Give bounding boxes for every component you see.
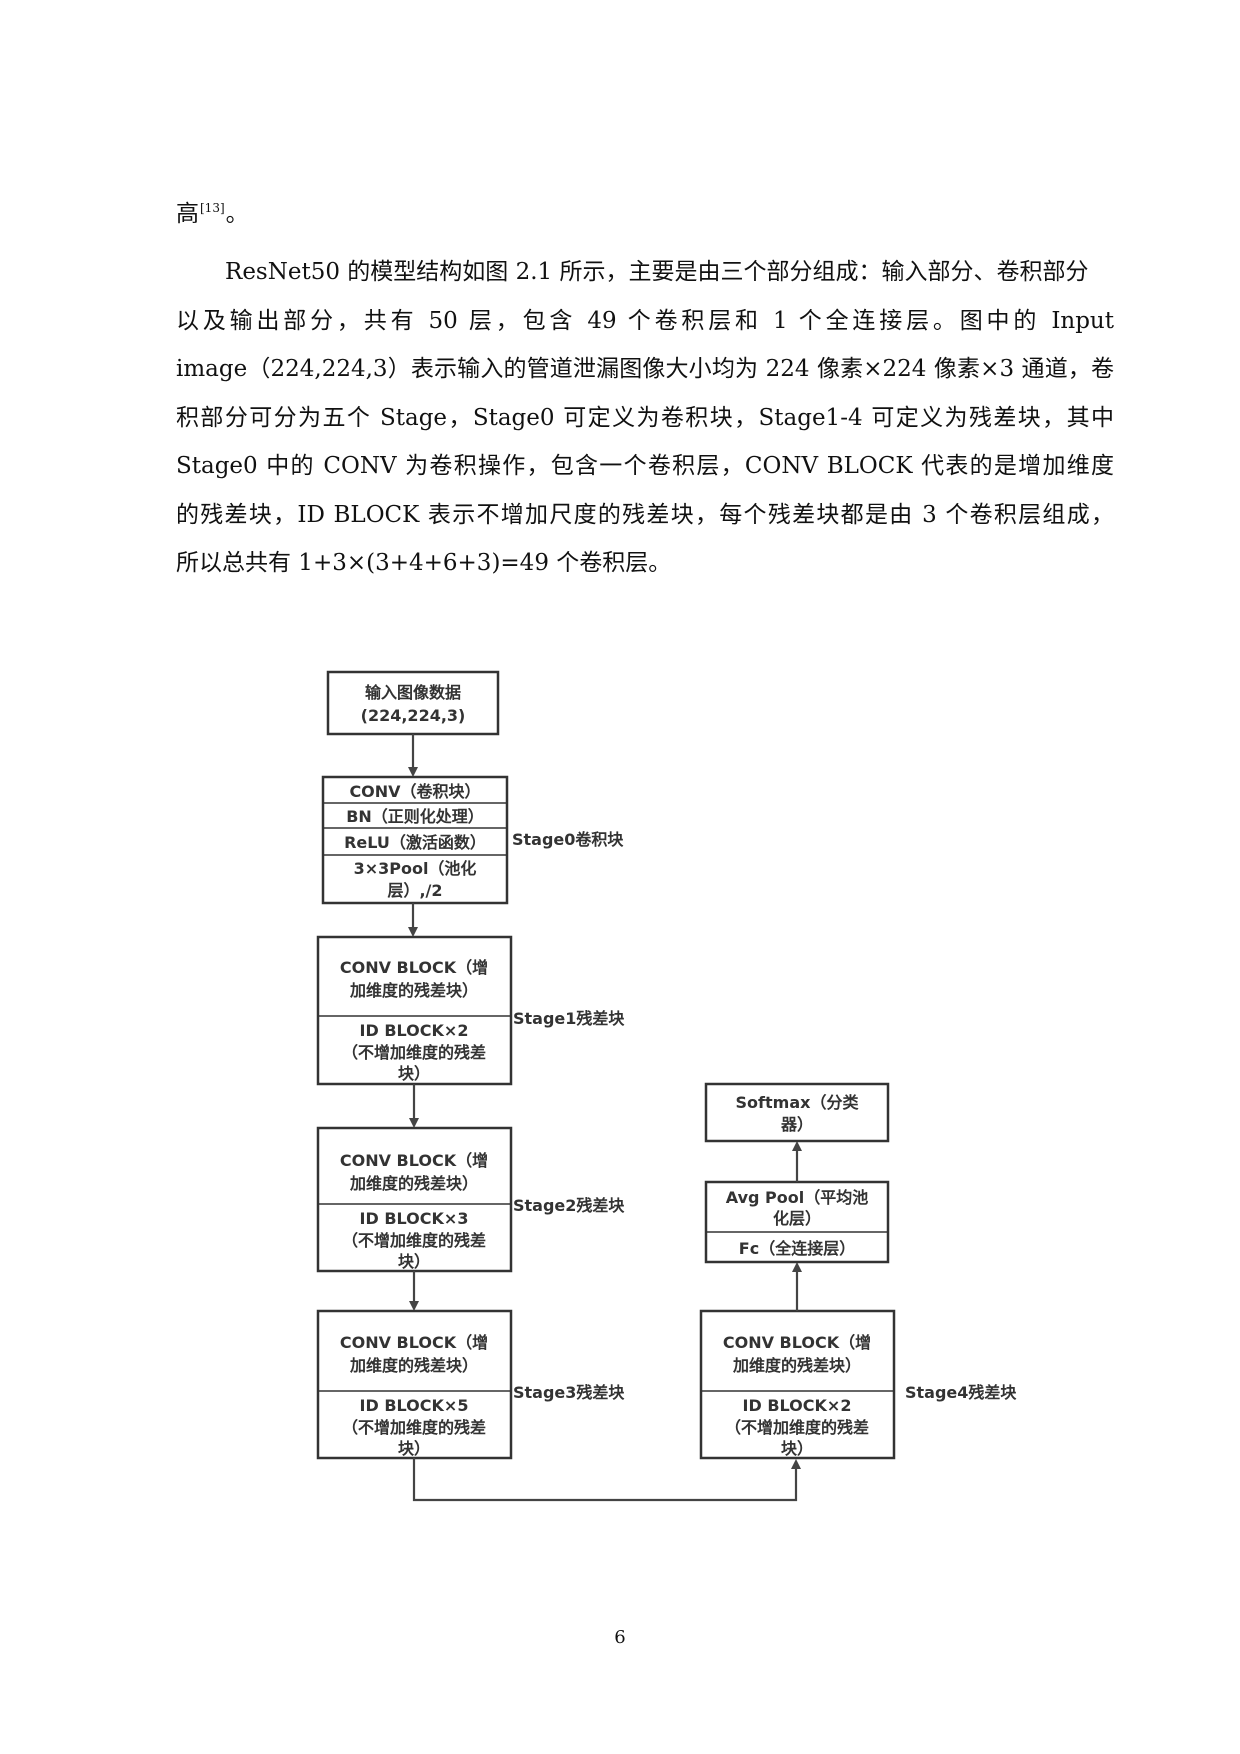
paragraph-line-7: 所以总共有 1+3×(3+4+6+3)=49 个卷积层。 bbox=[176, 550, 672, 576]
input-box: 输入图像数据 (224,224,3) bbox=[326, 670, 500, 736]
stage2-conv-2: 加维度的残差块） bbox=[349, 1174, 478, 1193]
citation-ref: [13] bbox=[200, 201, 225, 215]
input-line-2: (224,224,3) bbox=[361, 706, 466, 725]
stage3-box: CONV BLOCK（增 加维度的残差块） ID BLOCK×5 （不增加维度的… bbox=[316, 1309, 513, 1460]
arrow-stage3-stage4 bbox=[412, 1458, 801, 1502]
paragraph-line-3: image（224,224,3）表示输入的管道泄漏图像大小均为 224 像素×2… bbox=[176, 356, 1114, 382]
fc-line: Fc（全连接层） bbox=[739, 1239, 855, 1258]
stage2-id-3: 块） bbox=[398, 1252, 430, 1271]
stage3-id-2: （不增加维度的残差 bbox=[342, 1418, 486, 1437]
stage0-pool-2: 层）,/2 bbox=[387, 881, 442, 900]
stage4-label: Stage4残差块 bbox=[905, 1383, 1017, 1402]
stage4-conv-2: 加维度的残差块） bbox=[732, 1356, 861, 1375]
stage0-relu: ReLU（激活函数） bbox=[344, 833, 486, 852]
avgpool-line-1: Avg Pool（平均池 bbox=[726, 1188, 868, 1207]
stage1-id-1: ID BLOCK×2 bbox=[360, 1021, 469, 1040]
paragraph-line-2: 以及输出部分，共有 50 层，包含 49 个卷积层和 1 个全连接层。图中的 I… bbox=[176, 308, 1114, 334]
paragraph-line-4: 积部分可分为五个 Stage，Stage0 可定义为卷积块，Stage1-4 可… bbox=[176, 405, 1114, 431]
softmax-line-2: 器） bbox=[780, 1115, 813, 1134]
stage3-conv-1: CONV BLOCK（增 bbox=[340, 1333, 488, 1352]
paragraph-line-1: ResNet50 的模型结构如图 2.1 所示，主要是由三个部分组成：输入部分、… bbox=[225, 259, 1089, 285]
stage0-conv: CONV（卷积块） bbox=[349, 782, 480, 801]
line0-end: 。 bbox=[225, 201, 249, 227]
softmax-box: Softmax（分类 器） bbox=[704, 1082, 890, 1143]
stage1-box: CONV BLOCK（增 加维度的残差块） ID BLOCK×2 （不增加维度的… bbox=[316, 935, 513, 1086]
stage4-id-3: 块） bbox=[781, 1439, 813, 1458]
stage4-id-1: ID BLOCK×2 bbox=[743, 1396, 852, 1415]
stage4-conv-1: CONV BLOCK（增 bbox=[723, 1333, 871, 1352]
stage3-conv-2: 加维度的残差块） bbox=[349, 1356, 478, 1375]
input-line-1: 输入图像数据 bbox=[365, 683, 461, 702]
stage2-id-2: （不增加维度的残差 bbox=[342, 1231, 486, 1250]
stage3-id-1: ID BLOCK×5 bbox=[360, 1396, 469, 1415]
page-number: 6 bbox=[614, 1627, 626, 1648]
stage0-bn: BN（正则化处理） bbox=[346, 807, 484, 826]
stage1-conv-1: CONV BLOCK（增 bbox=[340, 958, 488, 977]
paragraph-line-5: Stage0 中的 CONV 为卷积操作，包含一个卷积层，CONV BLOCK … bbox=[176, 453, 1114, 479]
pool-fc-box: Avg Pool（平均池 化层） Fc（全连接层） bbox=[704, 1180, 890, 1264]
paragraph-line-6: 的残差块，ID BLOCK 表示不增加尺度的残差块，每个残差块都是由 3 个卷积… bbox=[176, 502, 1114, 528]
stage1-id-2: （不增加维度的残差 bbox=[342, 1043, 486, 1062]
softmax-line-1: Softmax（分类 bbox=[736, 1093, 860, 1112]
stage3-label: Stage3残差块 bbox=[513, 1383, 625, 1402]
stage0-label: Stage0卷积块 bbox=[512, 830, 624, 849]
stage0-box: CONV（卷积块） BN（正则化处理） ReLU（激活函数） 3×3Pool（池… bbox=[321, 775, 509, 905]
paragraph-line-0: 高[13]。 bbox=[176, 196, 249, 226]
avgpool-line-2: 化层） bbox=[773, 1209, 821, 1228]
line0-char: 高 bbox=[176, 201, 199, 227]
stage1-id-3: 块） bbox=[398, 1064, 430, 1083]
stage1-conv-2: 加维度的残差块） bbox=[349, 981, 478, 1000]
stage0-pool-1: 3×3Pool（池化 bbox=[354, 859, 477, 878]
stage1-label: Stage1残差块 bbox=[513, 1009, 625, 1028]
stage3-id-3: 块） bbox=[398, 1439, 430, 1458]
stage2-conv-1: CONV BLOCK（增 bbox=[340, 1151, 488, 1170]
stage2-label: Stage2残差块 bbox=[513, 1196, 625, 1215]
stage2-id-1: ID BLOCK×3 bbox=[360, 1209, 469, 1228]
stage4-id-2: （不增加维度的残差 bbox=[725, 1418, 869, 1437]
stage2-box: CONV BLOCK（增 加维度的残差块） ID BLOCK×3 （不增加维度的… bbox=[316, 1126, 513, 1273]
stage4-box: CONV BLOCK（增 加维度的残差块） ID BLOCK×2 （不增加维度的… bbox=[699, 1309, 896, 1460]
